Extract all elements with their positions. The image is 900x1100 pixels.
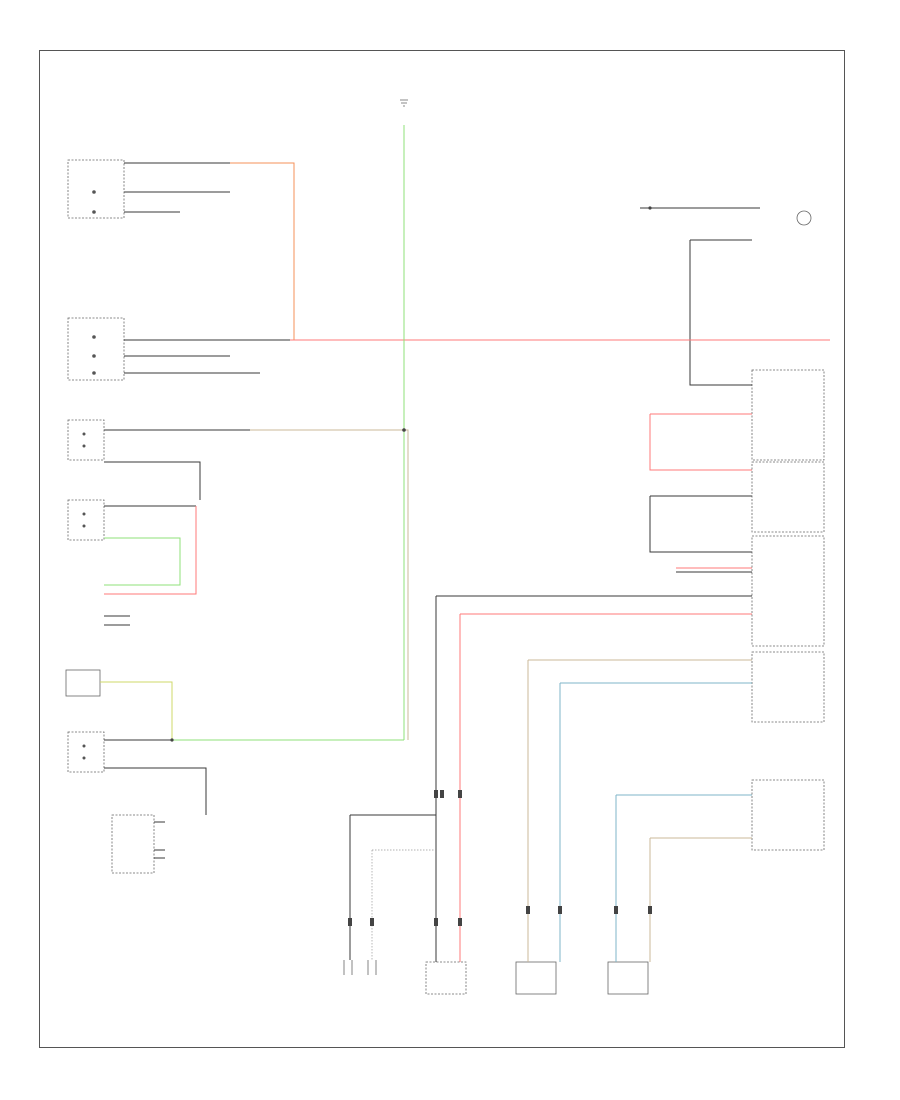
connector-markers bbox=[170, 206, 652, 926]
ground-symbols bbox=[400, 99, 408, 107]
tan-wires bbox=[250, 429, 752, 962]
front-control-module-box bbox=[751, 461, 825, 533]
driver-door-module-box bbox=[111, 814, 155, 874]
component-boxes-right bbox=[751, 210, 825, 851]
orange-wires bbox=[230, 162, 295, 340]
right-rear-speaker-box bbox=[607, 961, 649, 995]
switch-symbols bbox=[82, 190, 96, 760]
component-boxes-left bbox=[65, 159, 155, 874]
yellow-green-wires bbox=[100, 681, 173, 740]
passenger-seat-switch-box bbox=[67, 419, 105, 461]
diagram-frame bbox=[39, 50, 845, 1048]
courtesy-lamp-icon bbox=[796, 210, 812, 226]
bottom-components bbox=[343, 960, 649, 995]
right-rear-module-box bbox=[751, 779, 825, 851]
black-wires bbox=[104, 162, 760, 962]
rearview-mirror-module-box bbox=[751, 369, 825, 461]
red-wires bbox=[104, 339, 830, 962]
center-speaker-box bbox=[425, 961, 467, 995]
driver-seat-switch-box bbox=[67, 731, 105, 773]
driver-speaker-symbol bbox=[343, 960, 377, 975]
green-wires bbox=[104, 125, 405, 741]
front-door-switch-box bbox=[67, 317, 125, 381]
left-rear-module-box bbox=[751, 651, 825, 723]
blue-wires bbox=[559, 682, 752, 962]
left-rear-speaker-box bbox=[515, 961, 557, 995]
passenger-door-lock-switch-box bbox=[67, 499, 105, 541]
rear-door-switch-box bbox=[67, 159, 125, 219]
gray-wires bbox=[371, 849, 436, 960]
left-control-module-box bbox=[751, 535, 825, 647]
passenger-window-box bbox=[65, 669, 101, 697]
